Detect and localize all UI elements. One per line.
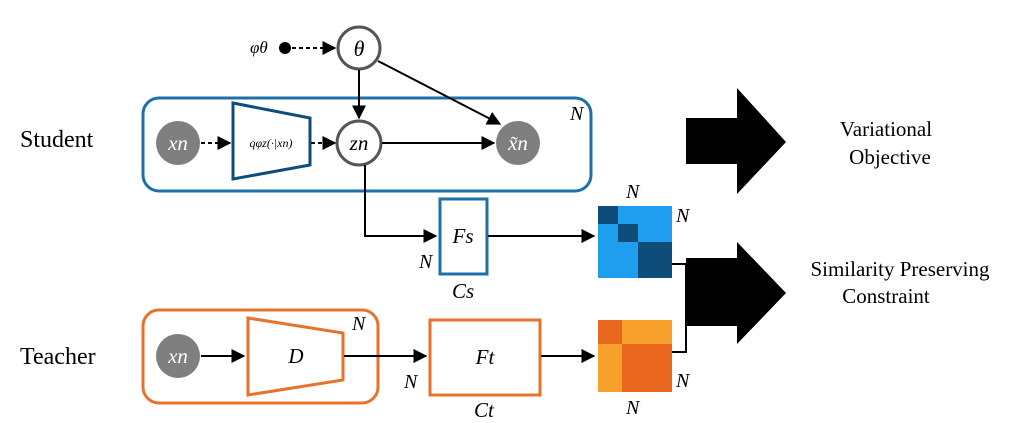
variational-big-arrow [686, 88, 786, 194]
xn-teacher-label: xn [167, 344, 188, 368]
xtilde-label: x̃n [507, 131, 528, 155]
student-plate [141, 96, 593, 193]
fs-box [438, 197, 489, 276]
ct-label: Ct [474, 398, 495, 422]
zn-to-fs-arrow [364, 165, 438, 243]
teacher-label: Teacher [20, 344, 96, 370]
student-matrix-right-n: N [675, 205, 691, 227]
fs-label: Fs [452, 224, 474, 248]
xn-teacher-node [156, 334, 200, 378]
teacher-matrix-right-n: N [675, 370, 691, 392]
matrix-connector [672, 263, 687, 353]
ft-box [428, 318, 542, 397]
variational-label-line2: Objective [849, 145, 931, 169]
theta-node [336, 25, 382, 71]
student-similarity-matrix [598, 206, 672, 278]
xtilde-node [496, 121, 540, 165]
decoder-label: D [287, 344, 303, 368]
cs-label: Cs [452, 279, 474, 303]
student-matrix-top-n: N [625, 181, 641, 203]
theta-to-xtilde-arrow [377, 60, 502, 125]
xn-student-label: xn [167, 131, 188, 155]
encoder-label: qφz(·|xn) [250, 136, 293, 150]
ft-n-label: N [403, 371, 419, 393]
phi-theta-dot [279, 42, 291, 54]
encoder-trapezoid [231, 101, 312, 181]
similarity-big-arrow [686, 242, 786, 344]
decoder-trapezoid [246, 316, 345, 397]
teacher-plate-n-label: N [351, 313, 367, 335]
theta-label: θ [354, 36, 365, 61]
student-plate-n-label: N [569, 103, 585, 125]
teacher-matrix-bottom-n: N [625, 397, 641, 419]
zn-node [335, 119, 383, 167]
ft-label: Ft [475, 345, 496, 369]
xn-student-node [156, 121, 200, 165]
similarity-label-line1: Similarity Preserving [810, 257, 990, 281]
fs-n-label: N [418, 251, 434, 273]
zn-label: zn [349, 131, 369, 155]
student-label: Student [20, 127, 94, 153]
phi-theta-label: φθ [250, 38, 268, 57]
similarity-label-line2: Constraint [842, 284, 930, 308]
teacher-similarity-matrix [598, 320, 672, 392]
variational-label-line1: Variational [840, 117, 932, 141]
